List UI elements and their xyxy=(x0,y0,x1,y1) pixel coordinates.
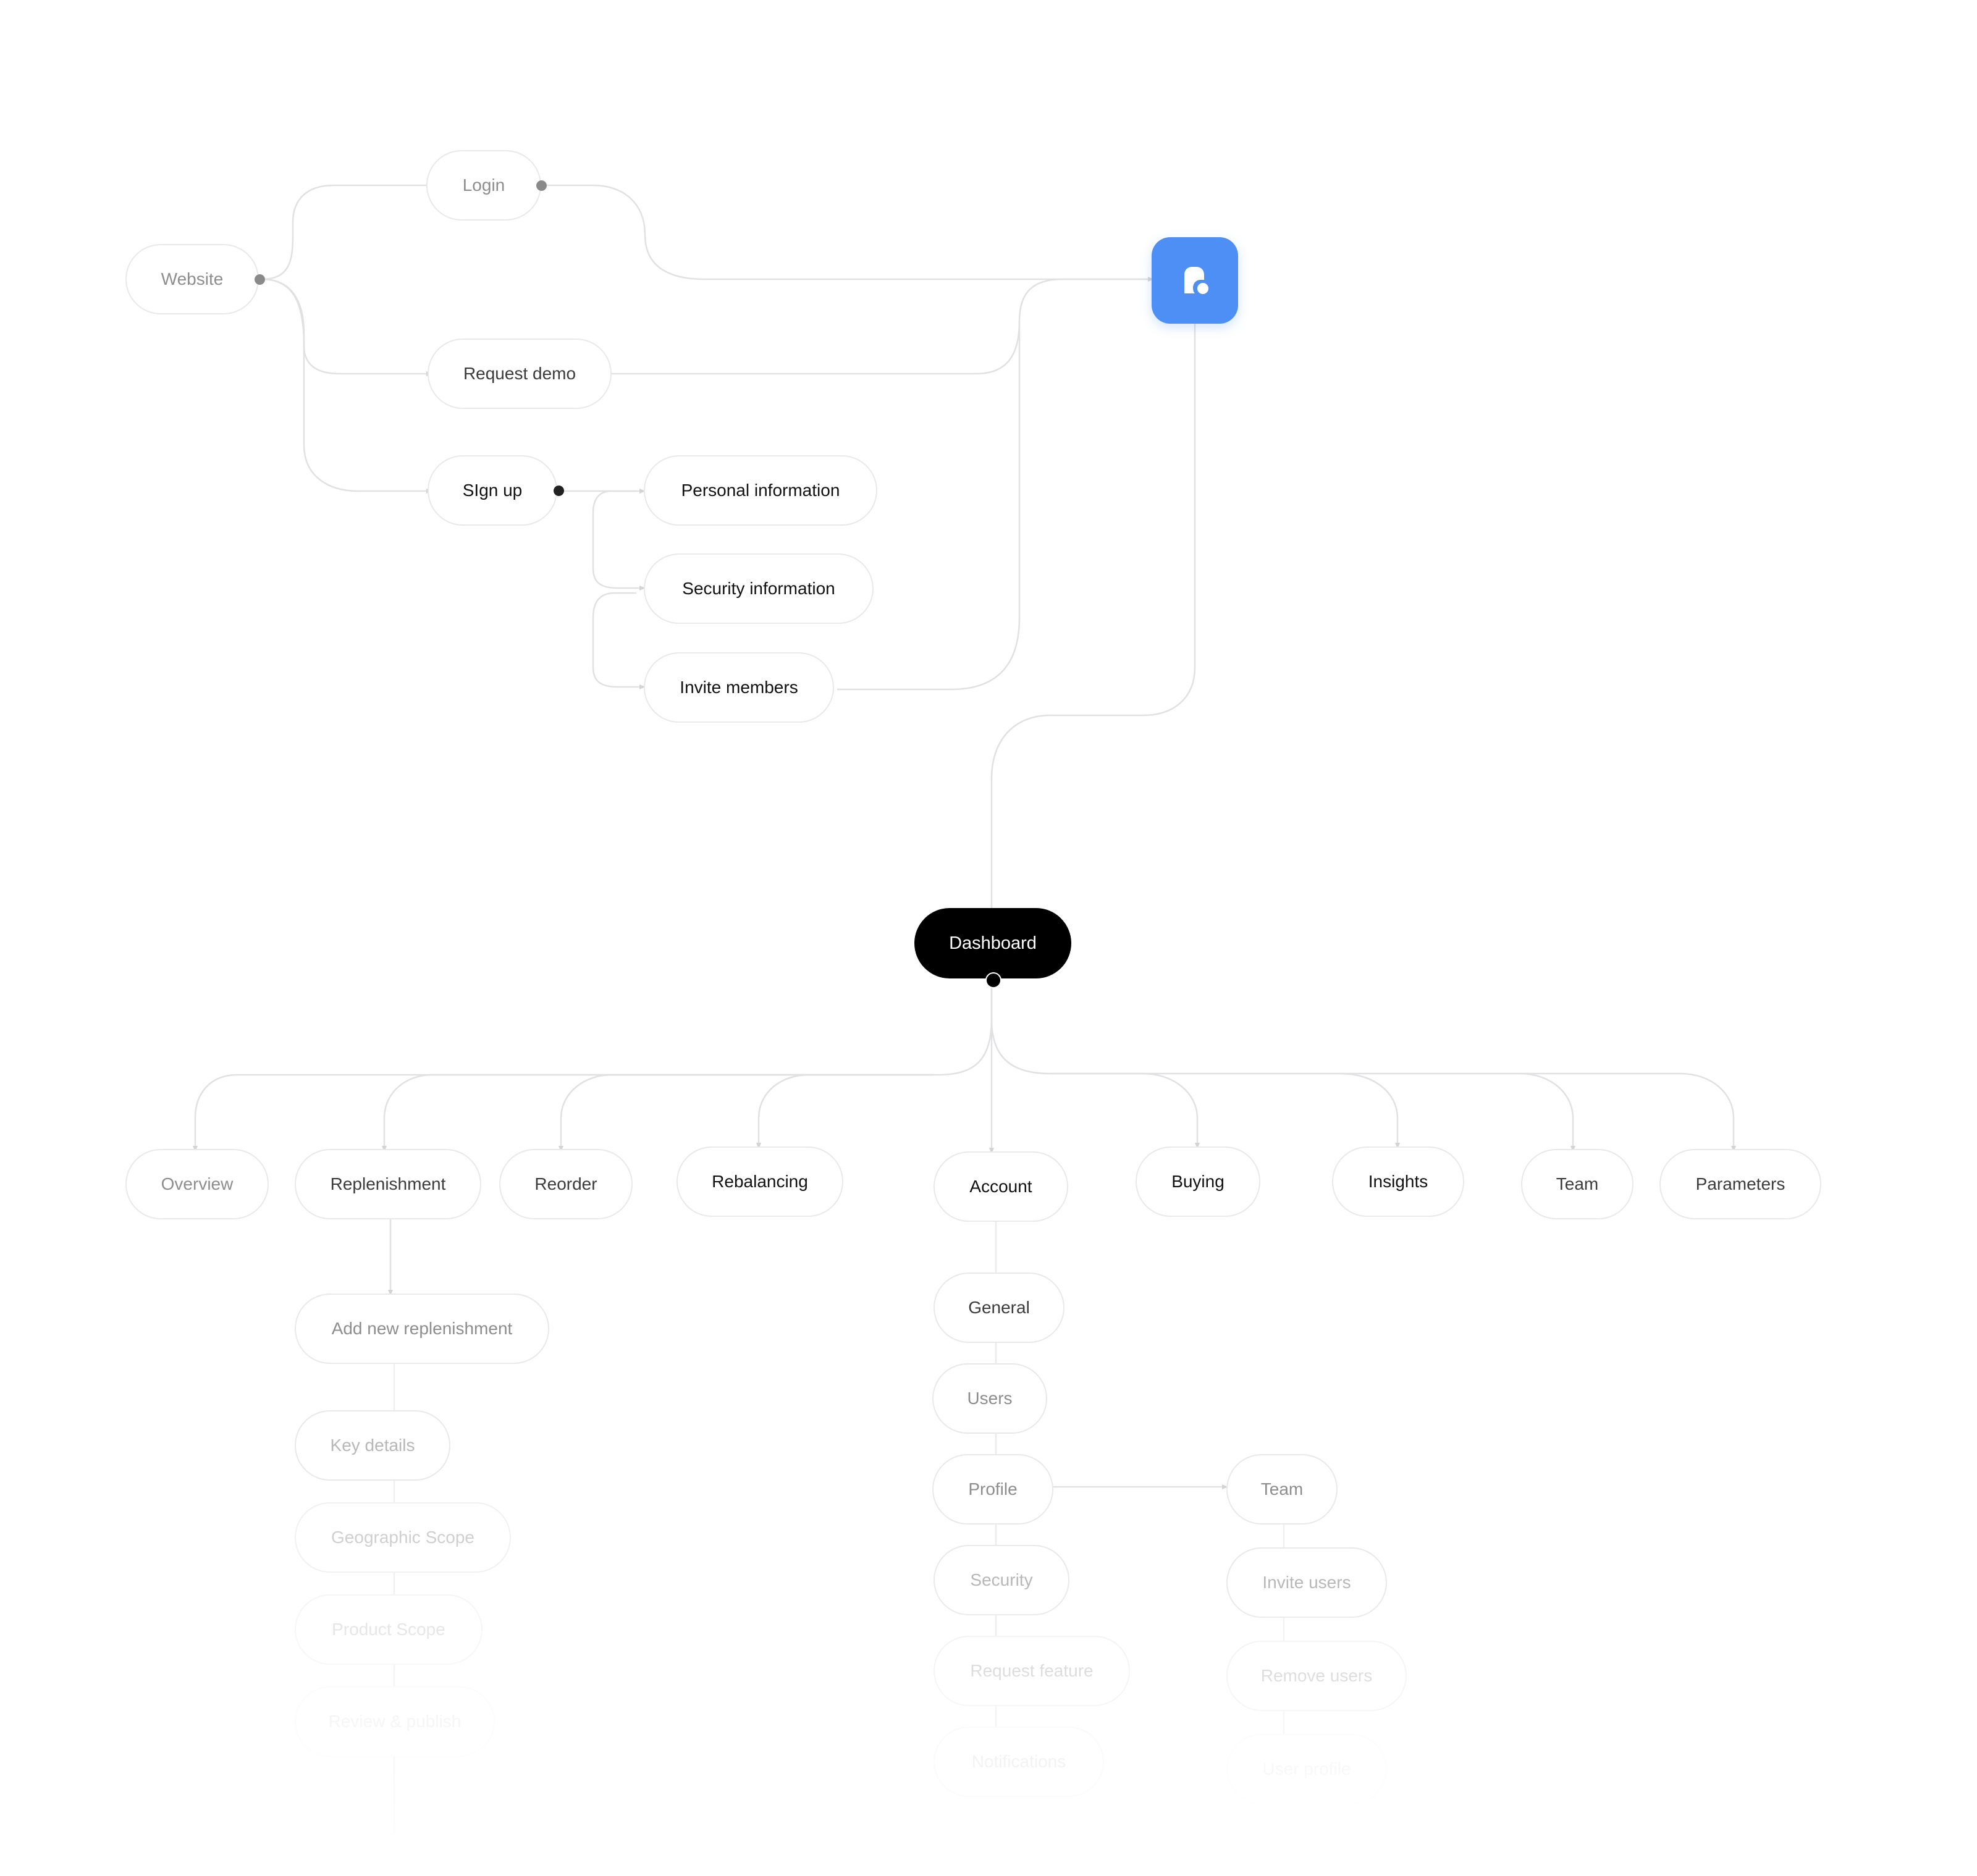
node-overview[interactable]: Overview xyxy=(125,1149,269,1219)
connector-signup-security xyxy=(592,490,639,589)
node-general[interactable]: General xyxy=(934,1272,1064,1343)
node-security[interactable]: Security xyxy=(934,1545,1069,1615)
app-glyph-icon xyxy=(1184,267,1211,297)
node-buying[interactable]: Buying xyxy=(1136,1146,1260,1217)
node-personal-information[interactable]: Personal information xyxy=(644,455,877,526)
connector-security-invite xyxy=(592,592,639,688)
node-team[interactable]: Team xyxy=(1521,1149,1633,1219)
node-dashboard[interactable]: Dashboard xyxy=(914,908,1071,978)
connector-login-app xyxy=(541,184,1148,280)
node-key-details[interactable]: Key details xyxy=(295,1410,450,1481)
node-insights[interactable]: Insights xyxy=(1332,1146,1464,1217)
node-account[interactable]: Account xyxy=(934,1151,1068,1222)
node-invite-members[interactable]: Invite members xyxy=(644,652,834,723)
node-request-demo[interactable]: Request demo xyxy=(428,339,612,409)
node-profile-team[interactable]: Team xyxy=(1226,1454,1338,1525)
connector-website-request-demo xyxy=(261,278,426,375)
node-security-information[interactable]: Security information xyxy=(644,553,874,624)
node-review-publish[interactable]: Review & publish xyxy=(295,1686,495,1757)
node-invite-users[interactable]: Invite users xyxy=(1226,1547,1387,1618)
connector-dash-overview xyxy=(194,979,993,1146)
node-replenishment[interactable]: Replenishment xyxy=(295,1149,481,1219)
node-rebalancing[interactable]: Rebalancing xyxy=(677,1146,843,1217)
connector-dash-rebalancing xyxy=(757,1074,933,1143)
connector-dash-reorder xyxy=(560,1074,933,1146)
node-user-profile[interactable]: User profile xyxy=(1226,1734,1387,1804)
connector-dash-team xyxy=(1341,1072,1574,1146)
connector-invite-app xyxy=(837,321,1021,691)
connector-dash-parameters xyxy=(1520,1072,1735,1146)
connector-request-demo-app xyxy=(612,278,1148,375)
connector-dot-signup xyxy=(554,486,564,496)
node-geographic-scope[interactable]: Geographic Scope xyxy=(295,1502,511,1573)
node-users[interactable]: Users xyxy=(932,1363,1047,1434)
node-product-scope[interactable]: Product Scope xyxy=(295,1594,483,1665)
connector-website-signup xyxy=(261,278,426,492)
node-profile[interactable]: Profile xyxy=(932,1454,1053,1525)
connector-dash-replenishment xyxy=(383,1074,933,1146)
connector-dot-website xyxy=(255,274,265,285)
connector-dash-insights xyxy=(1050,1072,1399,1143)
connector-dot-login xyxy=(536,180,547,191)
node-notifications[interactable]: Notifications xyxy=(934,1727,1104,1797)
node-login[interactable]: Login xyxy=(426,150,541,221)
node-add-new-replenishment[interactable]: Add new replenishment xyxy=(295,1293,549,1364)
node-remove-users[interactable]: Remove users xyxy=(1226,1641,1407,1711)
connector-dot-dashboard xyxy=(985,972,1001,988)
node-website[interactable]: Website xyxy=(125,244,259,314)
node-request-feature[interactable]: Request feature xyxy=(934,1636,1130,1706)
node-sign-up[interactable]: SIgn up xyxy=(428,455,557,526)
node-reorder[interactable]: Reorder xyxy=(499,1149,633,1219)
app-logo-icon[interactable] xyxy=(1152,237,1238,324)
node-parameters[interactable]: Parameters xyxy=(1659,1149,1821,1219)
connector-website-login xyxy=(261,184,426,280)
connector-app-dashboard xyxy=(990,324,1196,908)
connector-dash-buying xyxy=(990,1019,1199,1143)
